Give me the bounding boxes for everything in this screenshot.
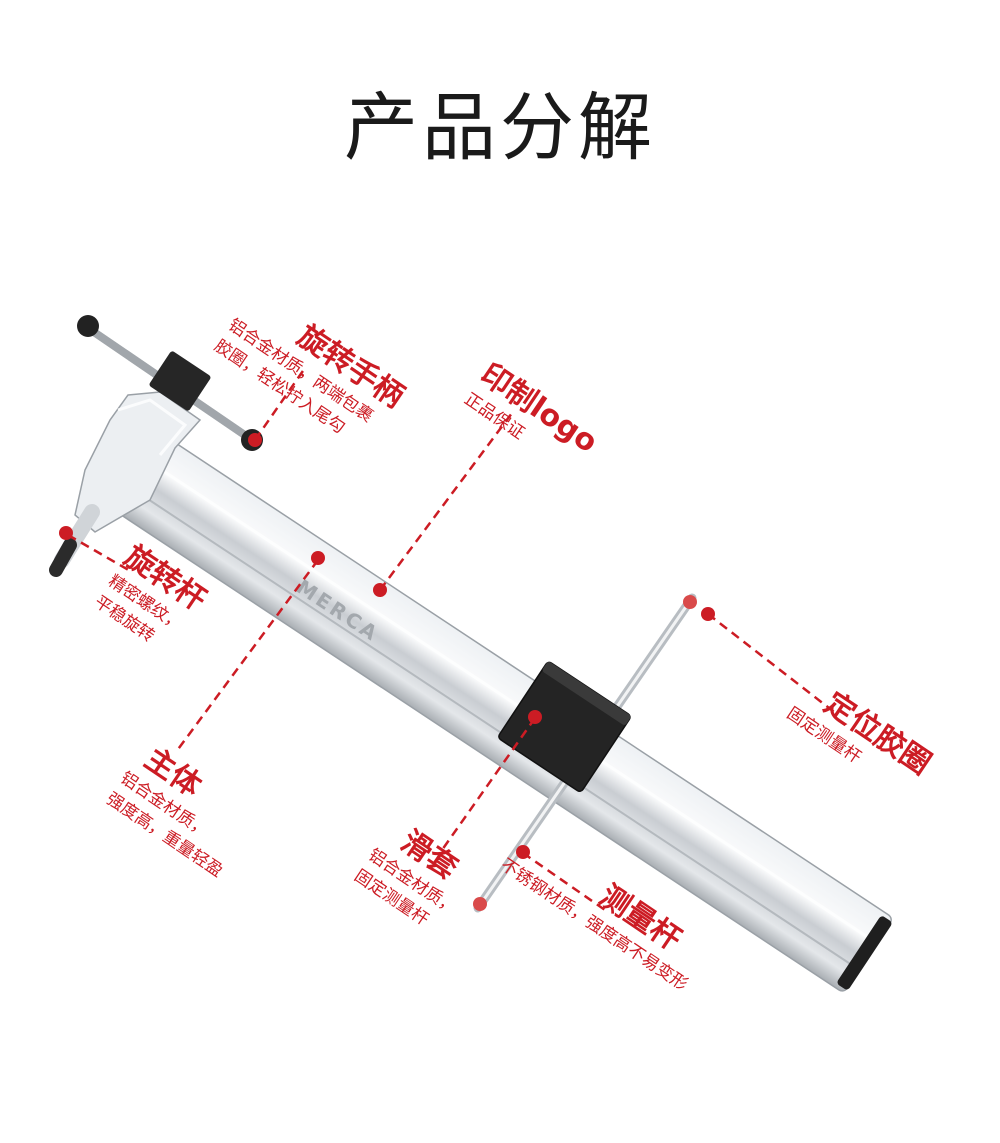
end-cap: [837, 916, 892, 990]
positioning-ring-top: [683, 595, 697, 609]
main-body-tube: MERCA: [119, 439, 892, 992]
callout-lines: [67, 367, 839, 912]
callout-dots: [59, 433, 715, 859]
positioning-ring-bottom: [473, 897, 487, 911]
sliding-sleeve: [498, 661, 631, 792]
page-title: 产品分解: [344, 85, 656, 171]
rotating-rod: [49, 504, 100, 577]
